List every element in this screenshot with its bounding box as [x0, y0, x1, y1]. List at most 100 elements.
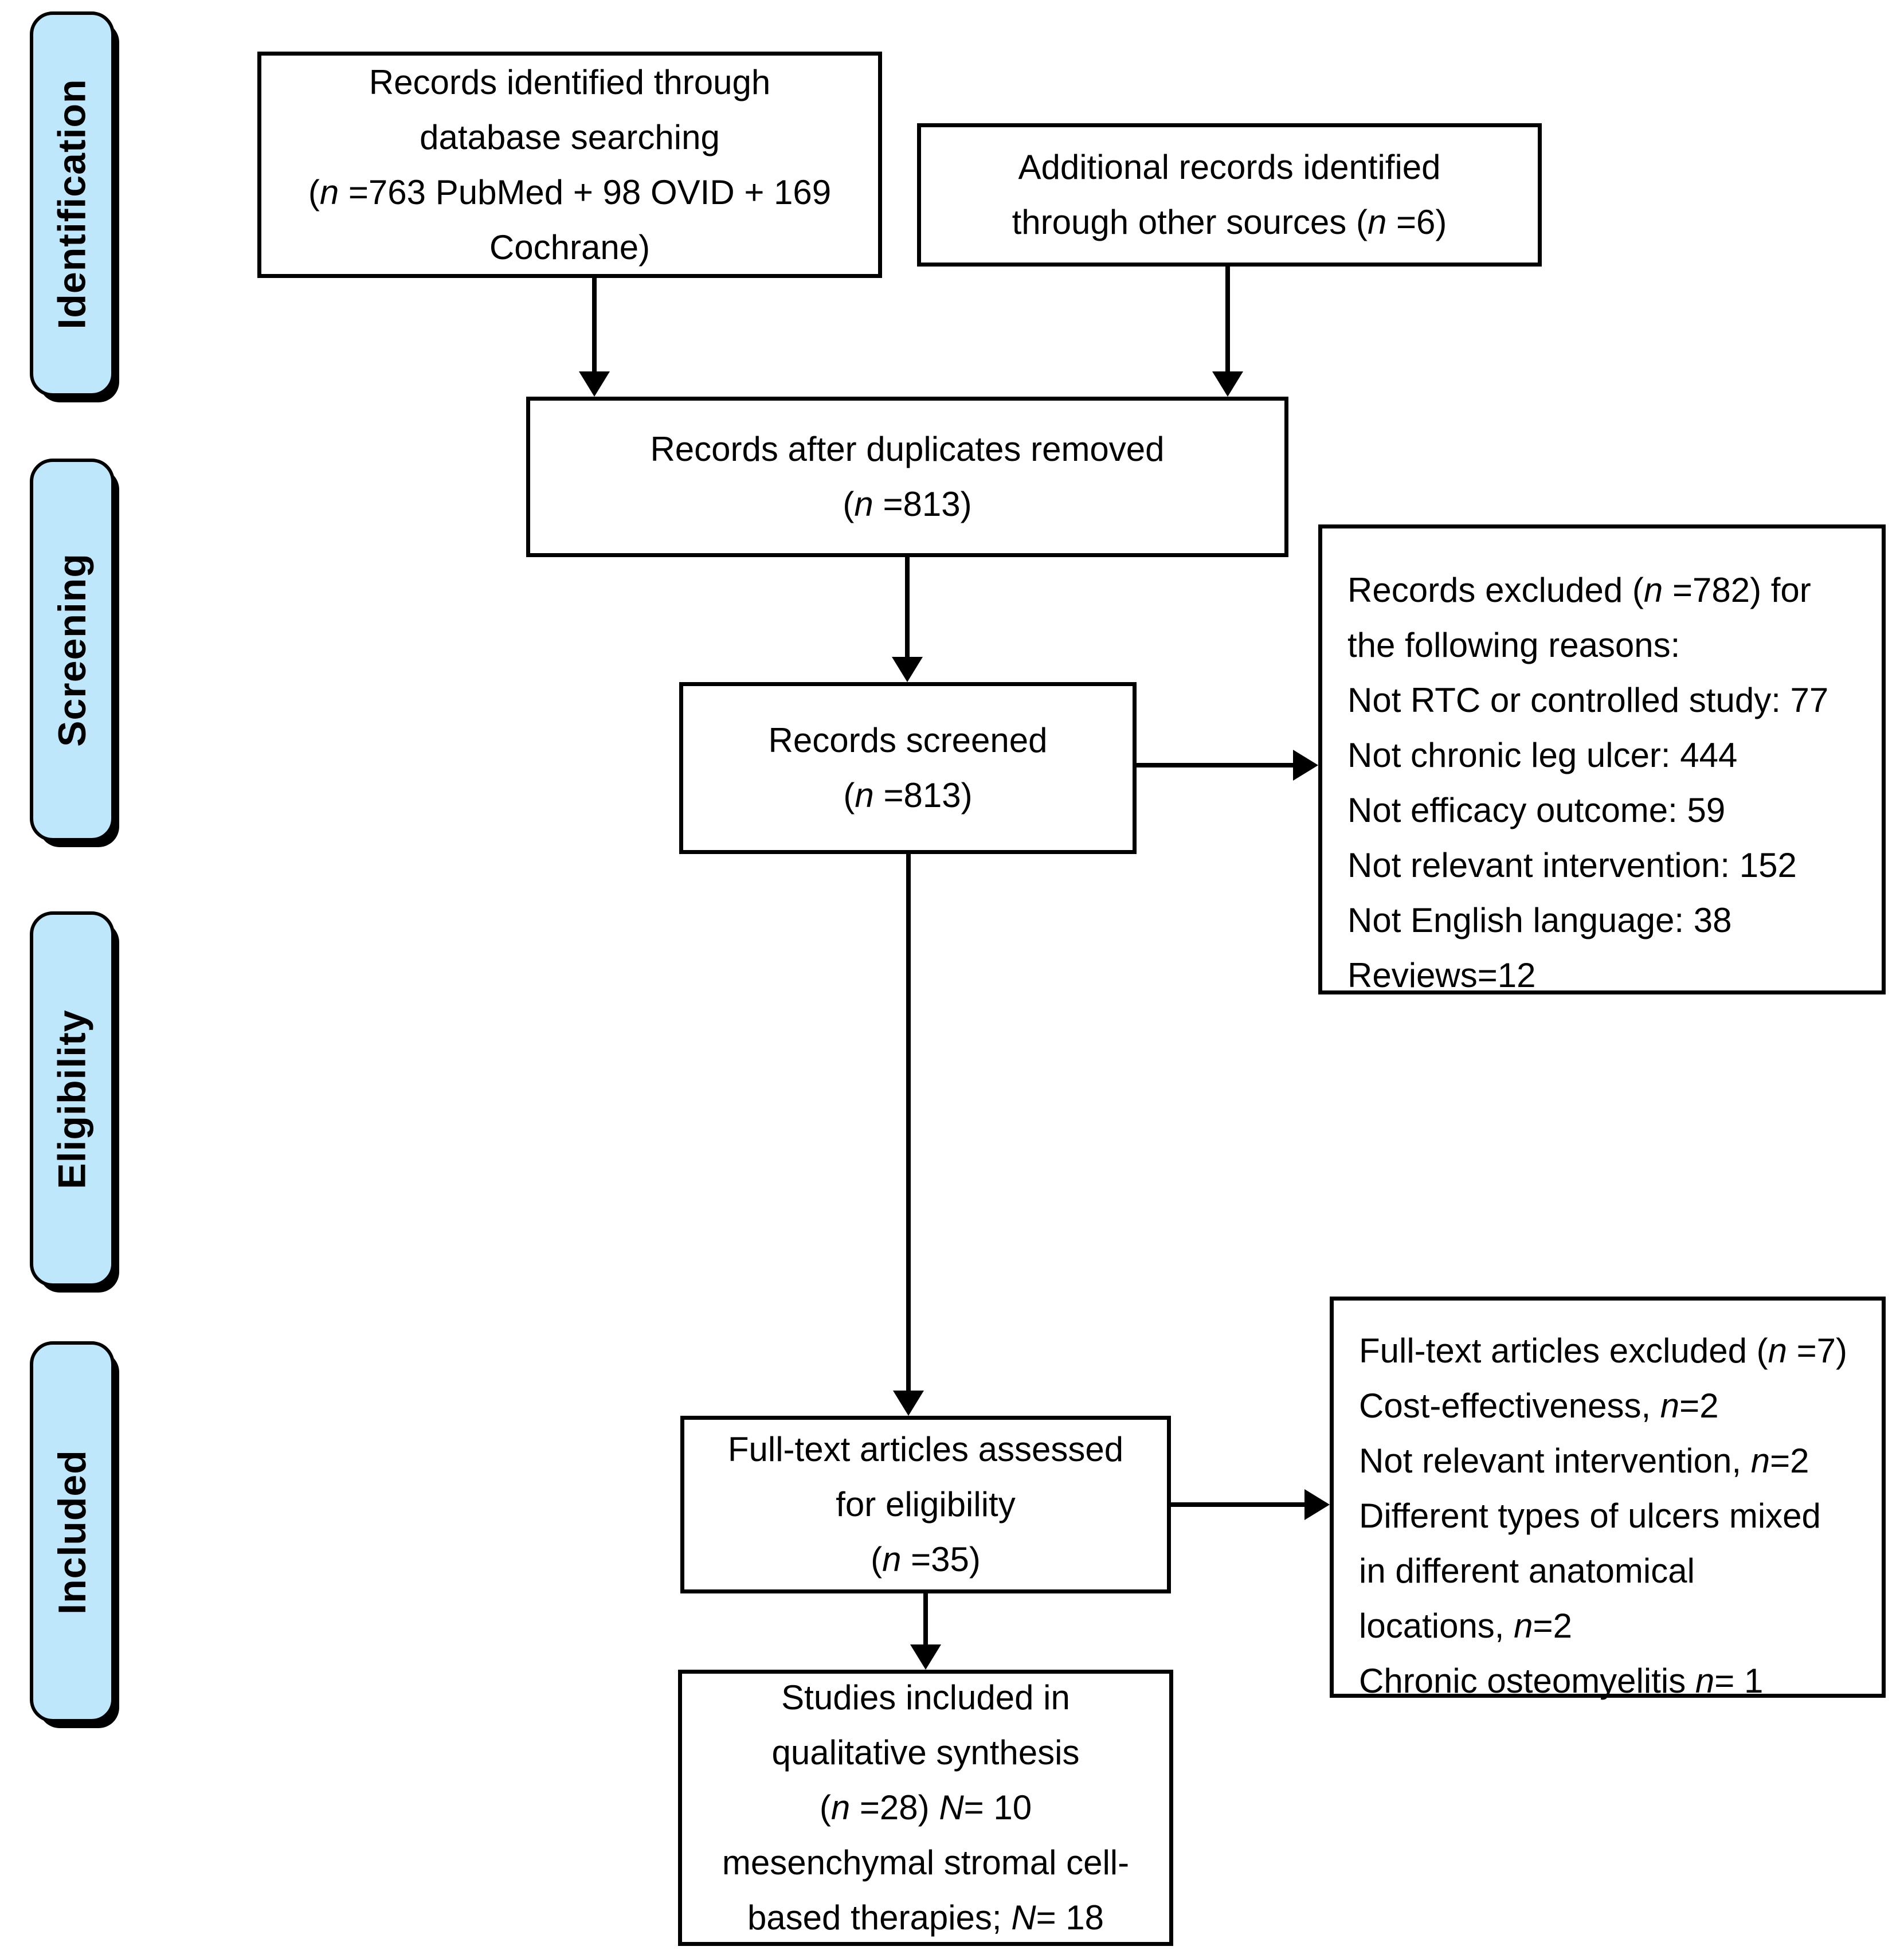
box-fulltext-excluded: Full-text articles excluded (n =7) Cost-… [1330, 1297, 1886, 1700]
text-segment: =763 PubMed + 98 OVID + 169 [339, 173, 832, 212]
box-records-screened: Records screened (n =813) [679, 682, 1137, 854]
box-records-excluded: Records excluded (n =782) for the follow… [1318, 524, 1886, 994]
text-segment: = 10 [963, 1788, 1032, 1827]
text-segment: Records screened [768, 721, 1048, 759]
text-segment: =2 [1770, 1442, 1809, 1480]
text-line: database searching [420, 110, 720, 165]
stage-label-identification: Identification [30, 11, 115, 397]
text-line: Records screened [769, 713, 1048, 768]
text-segment: the following reasons: [1347, 626, 1680, 664]
text-line: Different types of ulcers mixed [1359, 1489, 1821, 1544]
arrow-fulltext-to-included-stem [923, 1593, 928, 1647]
text-segment: Records excluded ( [1347, 571, 1644, 609]
text-line: Not efficacy outcome: 59 [1347, 783, 1725, 838]
text-segment: Not RTC or controlled study: 77 [1347, 681, 1829, 719]
text-line: Not relevant intervention: 152 [1347, 838, 1797, 893]
text-line: Full-text articles excluded (n =7) [1359, 1323, 1847, 1379]
text-segment: Records identified through [369, 62, 771, 101]
arrow-dedup-to-screened-stem [905, 557, 910, 659]
text-segment-italic-n: n [1695, 1662, 1715, 1700]
text-segment: Studies included in [781, 1678, 1070, 1717]
stage-label-included: Included [30, 1341, 115, 1722]
text-segment: ( [819, 1788, 831, 1827]
arrow-additional-to-dedup-head [1212, 371, 1243, 397]
arrow-screened-to-excluded-stem [1137, 763, 1298, 767]
arrow-fulltext-to-excluded-stem [1171, 1502, 1309, 1507]
text-segment-italic-n: n [1367, 203, 1387, 241]
text-segment: through other sources ( [1012, 203, 1368, 241]
text-segment: Cost-effectiveness, [1359, 1387, 1660, 1425]
text-segment: = 18 [1036, 1898, 1104, 1937]
text-segment: =35) [901, 1540, 981, 1579]
text-segment: for eligibility [836, 1485, 1016, 1524]
text-line: locations, n=2 [1359, 1599, 1572, 1654]
text-line: Studies included in [781, 1670, 1070, 1725]
text-segment: =2 [1679, 1387, 1719, 1425]
stage-label-eligibility-text: Eligibility [50, 1009, 94, 1189]
text-line: through other sources (n =6) [1012, 195, 1447, 250]
text-segment: =6) [1386, 203, 1447, 241]
arrow-screened-to-excluded-head [1293, 750, 1318, 781]
text-line: Cost-effectiveness, n=2 [1359, 1379, 1719, 1434]
stage-label-identification-text: Identification [50, 79, 95, 330]
text-line: (n =35) [871, 1532, 981, 1587]
text-segment-italic-n: N [939, 1788, 964, 1827]
text-segment: mesenchymal stromal cell- [722, 1843, 1130, 1882]
text-segment-italic-n: N [1011, 1898, 1036, 1937]
text-line: Records excluded (n =782) for [1347, 563, 1811, 618]
text-segment: Different types of ulcers mixed [1359, 1497, 1821, 1535]
text-line: Additional records identified [1018, 140, 1440, 195]
text-segment: locations, [1359, 1607, 1514, 1645]
text-line: Cochrane) [489, 220, 650, 275]
text-segment: = 1 [1714, 1662, 1764, 1700]
stage-label-screening-text: Screening [50, 553, 94, 747]
text-segment: database searching [420, 118, 720, 156]
text-segment: Cochrane) [489, 228, 651, 267]
text-line: Full-text articles assessed [728, 1422, 1123, 1477]
text-segment: =813) [873, 776, 973, 814]
text-line: (n =813) [843, 477, 971, 532]
arrow-identified-to-dedup-stem [592, 277, 597, 374]
text-line: Not chronic leg ulcer: 444 [1347, 728, 1737, 783]
text-line: the following reasons: [1347, 618, 1680, 673]
text-line: Records identified through [369, 55, 770, 110]
text-line: based therapies; N= 18 [747, 1890, 1104, 1945]
stage-label-included-text: Included [50, 1449, 95, 1615]
text-segment: Not relevant intervention, [1359, 1442, 1751, 1480]
text-segment-italic-n: n [1643, 571, 1663, 609]
text-segment: ( [308, 173, 320, 212]
text-segment-italic-n: n [1660, 1387, 1680, 1425]
text-segment: Not chronic leg ulcer: 444 [1347, 736, 1738, 774]
text-segment: Additional records identified [1018, 148, 1441, 186]
text-line: (n =763 PubMed + 98 OVID + 169 [308, 165, 831, 220]
text-segment-italic-n: n [319, 173, 339, 212]
text-segment: ( [843, 485, 855, 523]
arrow-dedup-to-screened-head [892, 657, 923, 682]
arrow-screened-to-fulltext-head [893, 1391, 924, 1416]
text-line: Not RTC or controlled study: 77 [1347, 673, 1828, 728]
text-segment: =2 [1533, 1607, 1572, 1645]
text-segment-italic-n: n [1514, 1607, 1533, 1645]
arrow-identified-to-dedup-head [579, 371, 610, 397]
text-segment: Not relevant intervention: 152 [1347, 846, 1797, 884]
arrow-additional-to-dedup-stem [1225, 267, 1230, 374]
text-line: mesenchymal stromal cell- [722, 1835, 1129, 1890]
box-duplicates-removed: Records after duplicates removed (n =813… [526, 397, 1288, 557]
text-line: Chronic osteomyelitis n= 1 [1359, 1654, 1763, 1709]
box-additional-records: Additional records identified through ot… [917, 123, 1542, 267]
text-line: qualitative synthesis [772, 1725, 1080, 1780]
arrow-fulltext-to-excluded-head [1304, 1489, 1330, 1520]
stage-label-eligibility: Eligibility [30, 911, 115, 1287]
text-segment: based therapies; [747, 1898, 1012, 1937]
text-segment-italic-n: n [882, 1540, 902, 1579]
text-segment: ( [843, 776, 855, 814]
text-segment: qualitative synthesis [771, 1733, 1080, 1772]
text-segment: Chronic osteomyelitis [1359, 1662, 1695, 1700]
text-segment-italic-n: n [855, 776, 874, 814]
text-segment-italic-n: n [854, 485, 873, 523]
text-line: Records after duplicates removed [650, 422, 1164, 477]
text-segment-italic-n: n [830, 1788, 851, 1827]
text-line: (n =28) N= 10 [820, 1780, 1032, 1835]
text-segment: Full-text articles excluded ( [1359, 1332, 1768, 1370]
